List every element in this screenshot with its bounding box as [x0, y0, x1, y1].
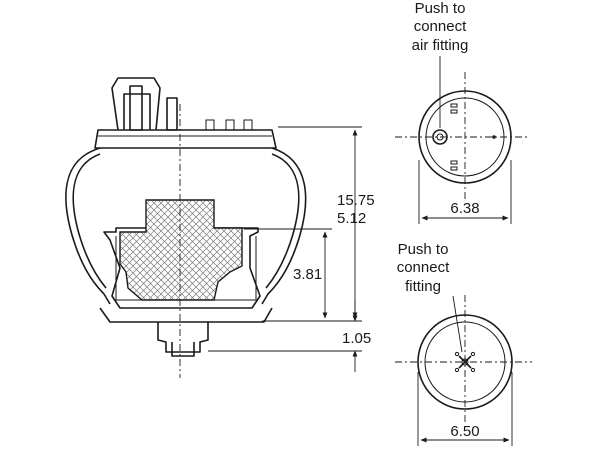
bottom-callout-line-1: Push to: [398, 241, 449, 258]
top-bead-plate: [94, 129, 277, 149]
top-diameter-label: 6.38: [450, 200, 479, 217]
top-view: Push to connect air fitting 6.38: [395, 0, 530, 224]
bottom-fitting-symbol: [454, 351, 476, 373]
bottom-callout-line-2: connect: [397, 259, 450, 276]
bottom-callout-line-3: fitting: [405, 278, 441, 295]
bottom-stud: [157, 322, 209, 357]
piston: [103, 227, 261, 309]
bumper-height-label: 3.81: [293, 266, 322, 283]
rubber-bellows: [65, 147, 307, 305]
top-air-fitting: [111, 77, 253, 131]
top-fitting-symbol: [432, 129, 448, 145]
height-extended-label: 15.75: [337, 192, 375, 209]
top-callout-line-3: air fitting: [412, 37, 469, 54]
stud-length-label: 1.05: [342, 330, 371, 347]
bottom-diameter-label: 6.50: [450, 423, 479, 440]
bottom-view: Push to connect fitting 6.50: [395, 241, 532, 446]
height-collapsed-label: 5.12: [337, 210, 366, 227]
internal-bumper: [119, 199, 243, 301]
side-view: 15.75 5.12 3.81 1.05: [65, 77, 375, 378]
mounting-stud-dot: [492, 135, 496, 139]
top-callout-line-2: connect: [414, 18, 467, 35]
top-callout-line-1: Push to: [415, 0, 466, 17]
